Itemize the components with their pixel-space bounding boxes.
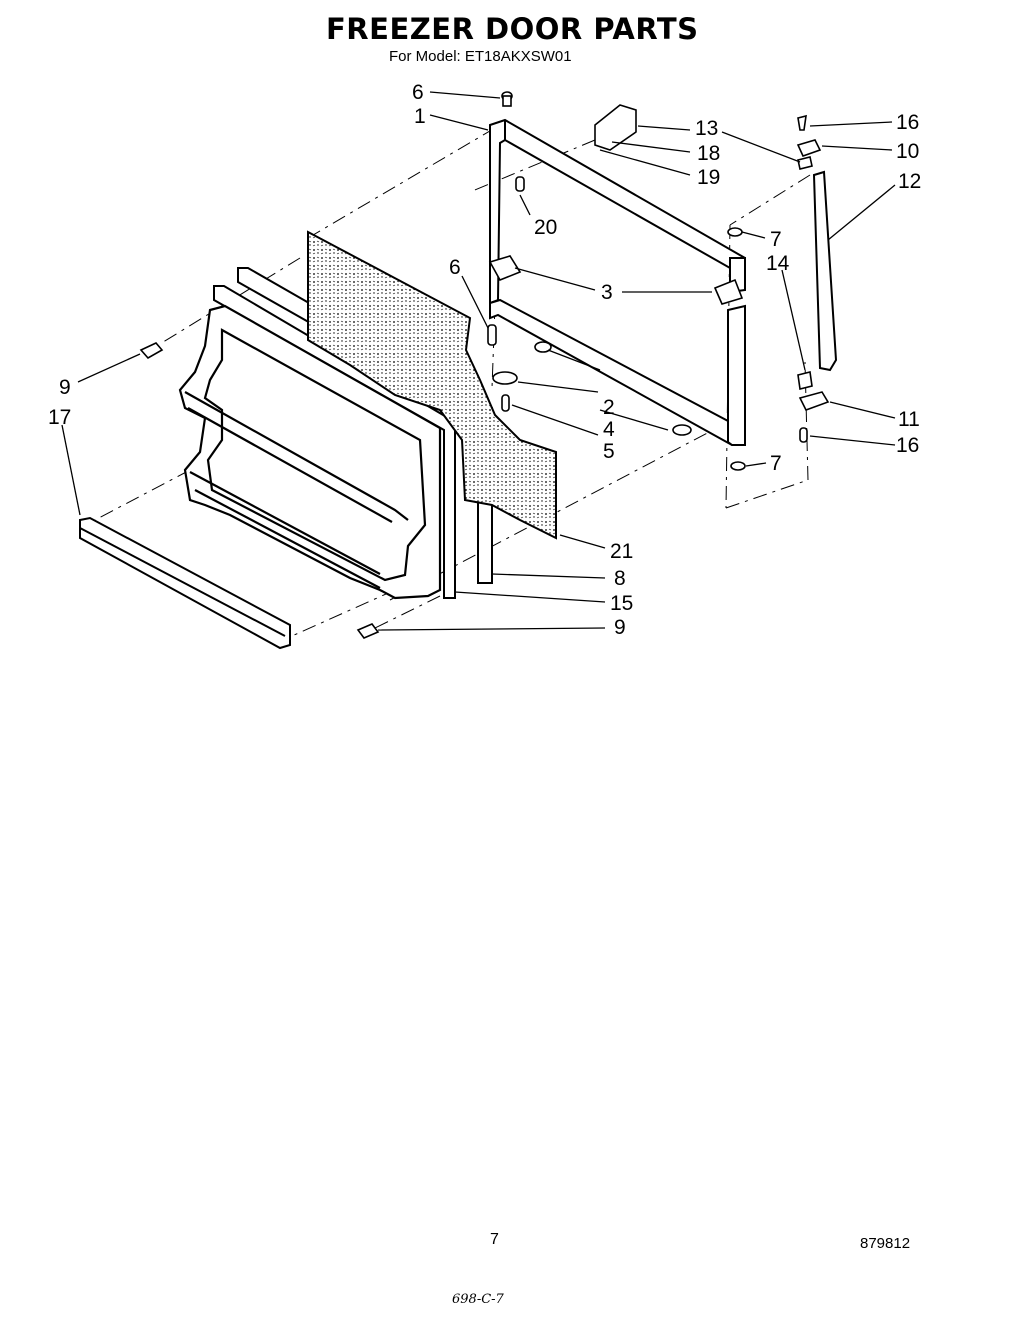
callout-18: 18 — [697, 142, 720, 165]
door-liner — [178, 304, 442, 600]
page-title: FREEZER DOOR PARTS — [326, 12, 699, 46]
handwritten-note: 698-C-7 — [452, 1292, 504, 1307]
hardware-parts — [139, 91, 830, 639]
callout-11: 11 — [898, 408, 920, 431]
door-frame — [489, 118, 746, 446]
callout-8: 8 — [614, 567, 626, 590]
document-number: 879812 — [860, 1235, 911, 1252]
callout-9-left: 9 — [59, 376, 71, 399]
page-number: 7 — [490, 1231, 499, 1248]
callout-17: 17 — [48, 406, 71, 429]
model-subtitle: For Model: ET18AKXSW01 — [389, 48, 572, 65]
door-trim-strip — [79, 516, 291, 650]
callout-7-bottom: 7 — [770, 452, 782, 475]
insulation-panel — [307, 230, 557, 540]
assembly-guide-lines — [94, 127, 811, 641]
callout-2: 2 — [603, 396, 615, 419]
leader-lines — [61, 91, 896, 631]
callout-7-top: 7 — [770, 228, 782, 251]
callout-5: 5 — [603, 440, 615, 463]
callout-6-top: 6 — [412, 81, 424, 104]
callout-9-bottom: 9 — [614, 616, 626, 639]
callout-16-bottom: 16 — [896, 434, 919, 457]
callout-4: 4 — [603, 418, 615, 441]
callout-3: 3 — [601, 281, 613, 304]
callout-21: 21 — [610, 540, 633, 563]
callout-15: 15 — [610, 592, 633, 615]
callout-10: 10 — [896, 140, 919, 163]
callout-1: 1 — [414, 105, 426, 128]
callout-labels: 6 1 13 18 19 20 16 10 12 7 14 3 6 9 17 2… — [48, 81, 921, 639]
callout-6-mid: 6 — [449, 256, 461, 279]
callout-13: 13 — [695, 117, 718, 140]
callout-12: 12 — [898, 170, 921, 193]
callout-16-top: 16 — [896, 111, 919, 134]
callout-14: 14 — [766, 252, 790, 275]
door-handle — [812, 170, 838, 372]
callout-20: 20 — [534, 216, 557, 239]
callout-19: 19 — [697, 166, 720, 189]
